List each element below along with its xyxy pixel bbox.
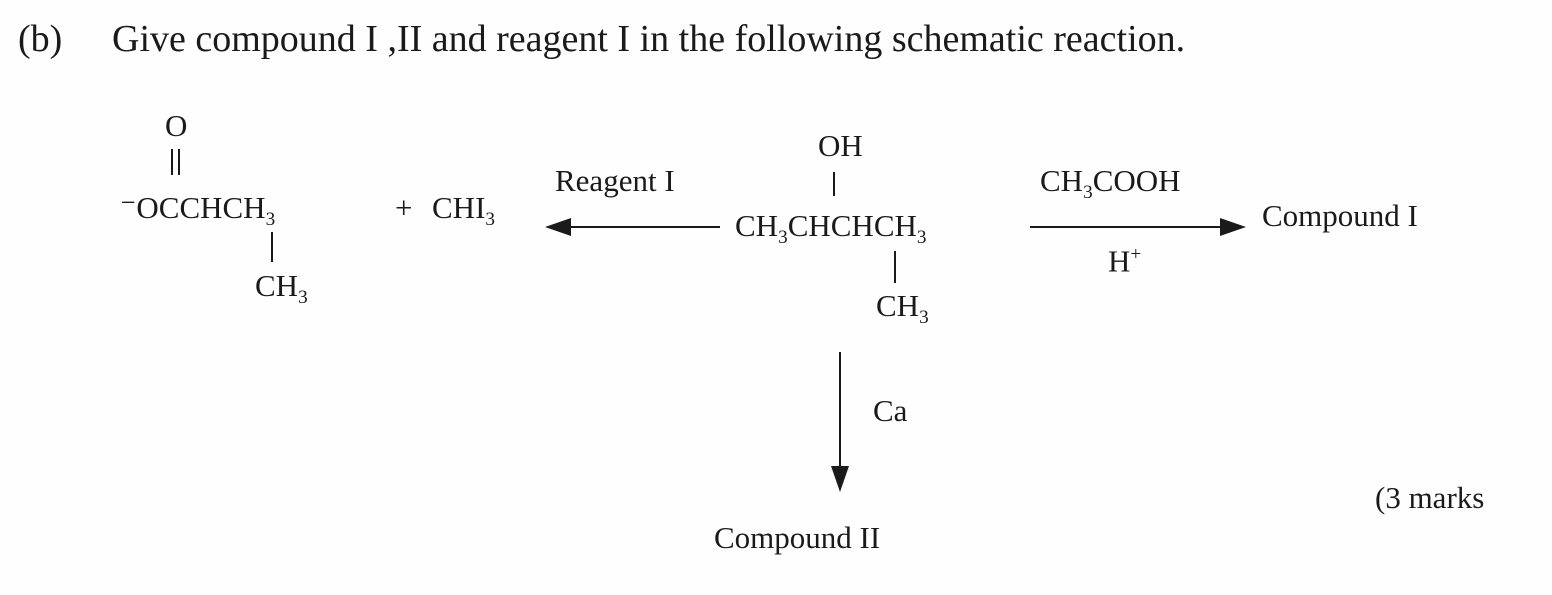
alcohol-chain-b-sub: 3: [916, 227, 927, 249]
compound-ii-label: Compound II: [714, 520, 881, 555]
double-bond-left: [171, 149, 173, 175]
acetic-acid-sub: 3: [1083, 182, 1093, 204]
question-text: Give compound I ,II and reagent I in the…: [112, 18, 1186, 60]
acetic-acid-label: CH3COOH: [1040, 165, 1181, 202]
iodoform-sub: 3: [485, 209, 495, 231]
left-branch-text: CH: [255, 268, 299, 303]
alcohol-chain-a-sub: 3: [778, 227, 788, 249]
methyl-bond: [894, 251, 896, 283]
alcohol-chain-a: CH: [735, 208, 779, 243]
hydroxyl-group: OH: [818, 128, 863, 163]
question-label: (b): [18, 18, 63, 60]
chain-subscript: 3: [265, 209, 276, 231]
acid-catalyst: H+: [1108, 245, 1141, 276]
carboxylate-chain: ⁻OCCHCH3: [120, 192, 275, 229]
left-branch-sub: 3: [298, 287, 308, 309]
alcohol-chain: CH3CHCHCH3: [735, 210, 927, 247]
left-arrow-head: [545, 218, 571, 236]
acetic-acid-b: COOH: [1092, 163, 1181, 198]
branch-bond-left: [271, 232, 273, 262]
anion-charge: ⁻: [120, 190, 137, 225]
alcohol-branch-sub: 3: [919, 307, 929, 329]
down-arrow-line: [839, 352, 841, 470]
reagent-i-label: Reagent I: [555, 163, 675, 198]
acid-catalyst-charge: +: [1130, 244, 1142, 265]
left-branch-methyl: CH3: [255, 270, 308, 307]
acid-catalyst-h: H: [1108, 243, 1131, 279]
acetic-acid-a: CH: [1040, 163, 1084, 198]
calcium-label: Ca: [873, 393, 908, 428]
double-bond-right: [178, 149, 180, 175]
alcohol-branch-text: CH: [876, 288, 920, 323]
chain-text: OCCHCH: [136, 190, 266, 225]
right-arrow-head: [1220, 218, 1246, 236]
alcohol-branch-methyl: CH3: [876, 290, 929, 327]
down-arrow-head: [831, 466, 849, 492]
iodoform-text: CHI: [432, 190, 486, 225]
compound-i-label: Compound I: [1262, 198, 1418, 233]
plus-sign: +: [395, 190, 413, 225]
oh-bond: [833, 172, 835, 196]
right-arrow-line: [1030, 226, 1222, 228]
carbonyl-oxygen: O: [165, 108, 188, 143]
alcohol-chain-b: CHCHCH: [787, 208, 917, 243]
left-arrow-line: [570, 226, 720, 228]
marks-note: (3 marks: [1375, 480, 1485, 515]
iodoform: CHI3: [432, 192, 495, 229]
